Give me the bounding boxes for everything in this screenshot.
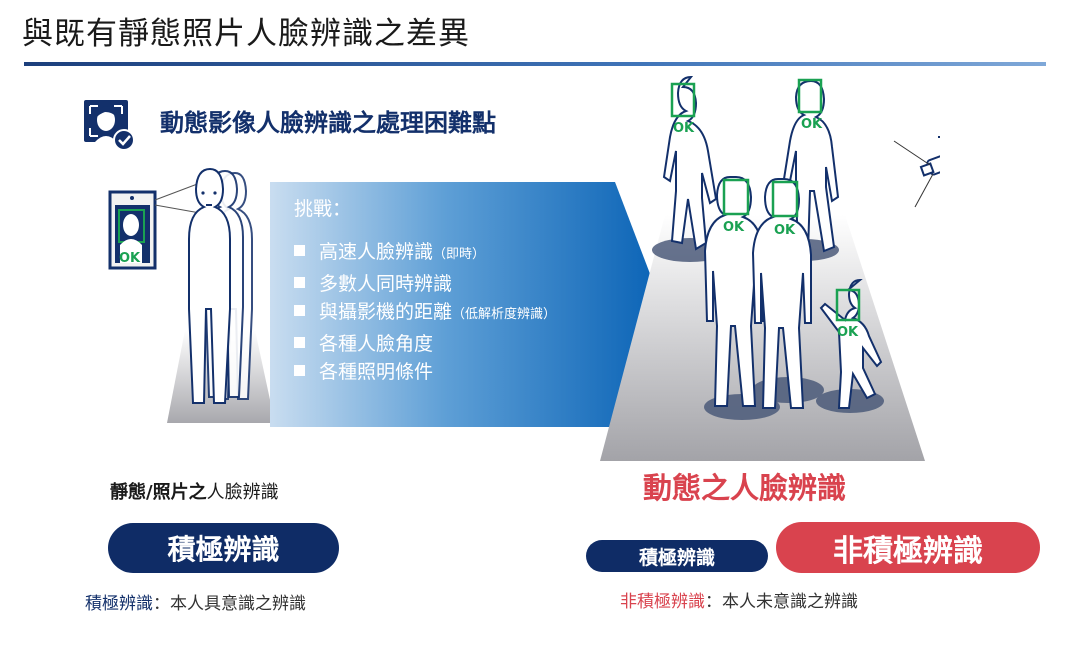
bullet-square-icon [294, 245, 305, 256]
face-terminal-icon: OK [108, 190, 157, 270]
title-divider [24, 62, 1046, 66]
passive-recognition-badge: 非積極辨識 [776, 522, 1040, 573]
bullet-square-icon [294, 365, 305, 376]
page-title: 與既有靜態照片人臉辨識之差異 [22, 16, 470, 52]
svg-text:OK: OK [837, 325, 859, 340]
list-item: 多數人同時辨識 [294, 270, 556, 299]
bullet-square-icon [294, 276, 305, 288]
svg-text:OK: OK [801, 117, 823, 132]
bullet-square-icon [294, 336, 305, 348]
passive-definition: 非積極辨識：本人未意識之辨識 [620, 592, 858, 612]
section-heading: 動態影像人臉辨識之處理困難點 [160, 109, 496, 137]
active-recognition-badge: 積極辨識 [586, 540, 768, 572]
check-badge-icon [113, 129, 135, 151]
list-item: 高速人臉辨識（即時） [294, 238, 556, 270]
svg-text:OK: OK [774, 223, 796, 238]
list-item: 各種人臉角度 [294, 330, 556, 359]
dynamic-scene: OK OK OK OK OK [600, 75, 940, 461]
svg-text:OK: OK [673, 121, 695, 136]
dynamic-recognition-label: 動態之人臉辨識 [643, 471, 847, 505]
svg-text:OK: OK [723, 220, 745, 235]
active-definition: 積極辨識：本人具意識之辨識 [85, 594, 306, 614]
list-item: 與攝影機的距離（低解析度辨識） [294, 298, 556, 330]
static-recognition-label: 靜態/照片之人臉辨識 [110, 482, 279, 503]
challenge-heading: 挑戰： [294, 198, 352, 220]
list-item: 各種照明條件 [294, 358, 556, 387]
face-recognition-icon [84, 100, 135, 151]
svg-text:OK: OK [119, 251, 141, 266]
challenge-list: 挑戰： 高速人臉辨識（即時） 多數人同時辨識 與攝影機的距離（低解析度辨識） 各… [294, 196, 556, 387]
security-camera-icon [919, 136, 940, 177]
challenge-arrow [270, 182, 660, 427]
static-scene: OK [108, 167, 275, 423]
bullet-square-icon [294, 305, 305, 316]
active-recognition-badge: 積極辨識 [108, 523, 339, 573]
